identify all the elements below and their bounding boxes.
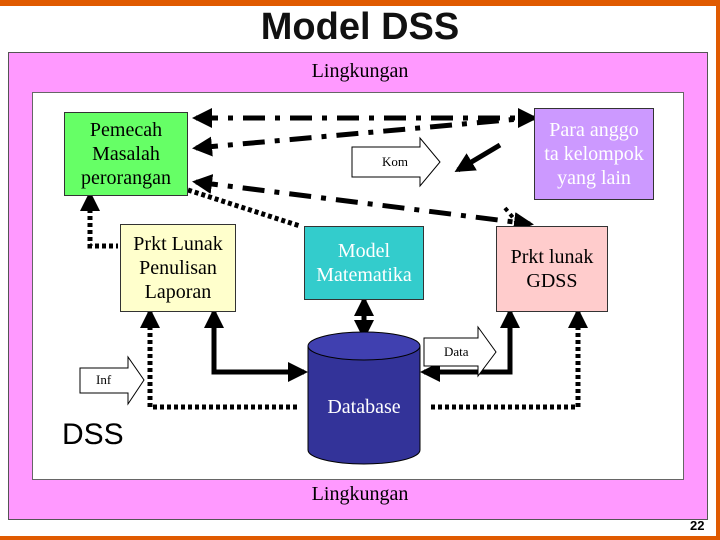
data-arrow xyxy=(423,325,497,378)
group-members-box: Para anggo ta kelompok yang lain xyxy=(534,108,654,200)
inf-arrow xyxy=(79,355,145,406)
math-model-box: Model Matematika xyxy=(304,226,424,300)
kom-label: Kom xyxy=(382,154,408,169)
individual-problem-solver-box: Pemecah Masalah perorangan xyxy=(64,112,188,196)
right-accent-bar xyxy=(716,0,720,540)
data-label: Data xyxy=(444,344,469,359)
database-label: Database xyxy=(327,396,401,418)
gdss-software-box: Prkt lunak GDSS xyxy=(496,226,608,312)
report-software-box: Prkt Lunak Penulisan Laporan xyxy=(120,224,236,312)
link-group-down xyxy=(503,206,522,228)
link-individual-group-mid xyxy=(192,115,531,157)
link-report-model xyxy=(187,187,301,229)
page-number: 22 xyxy=(690,518,705,533)
link-individual-report xyxy=(80,191,118,249)
link-group-return xyxy=(454,142,502,173)
top-accent-bar xyxy=(0,0,720,6)
environment-label-bottom: Lingkungan xyxy=(311,483,409,505)
link-report-database xyxy=(140,308,300,410)
database-cylinder xyxy=(307,331,421,465)
link-individual-gdss xyxy=(192,174,534,232)
link-gdss-database xyxy=(420,308,520,382)
link-gdss-database-dotted xyxy=(428,308,588,410)
environment-label-top: Lingkungan xyxy=(311,60,409,82)
link-report-db-solid xyxy=(204,308,308,382)
dss-label: DSS xyxy=(62,418,124,451)
inf-label: Inf xyxy=(96,372,112,387)
kom-arrow xyxy=(351,136,441,188)
slide-title: Model DSS xyxy=(260,6,460,48)
bottom-accent-bar xyxy=(0,536,720,540)
